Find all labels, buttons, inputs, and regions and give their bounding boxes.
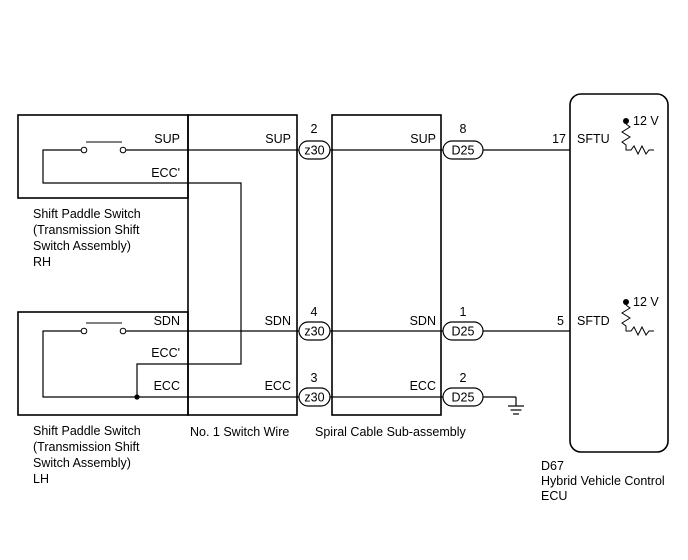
- signal-sftd: SFTD: [577, 314, 610, 328]
- pin-d25-sup: 8: [460, 122, 467, 136]
- ecu-box: [569, 93, 669, 453]
- signal-sup-wire: SUP: [265, 132, 291, 146]
- switch-rh-contact: [42, 141, 188, 184]
- caption-switch-rh-line4: RH: [33, 255, 51, 269]
- caption-switch-rh-line1: Shift Paddle Switch: [33, 207, 141, 221]
- pullup-resistor-sftd-icon: [621, 299, 654, 337]
- caption-switch-rh-line2: (Transmission Shift: [33, 223, 140, 237]
- caption-ecu-line1: Hybrid Vehicle Control: [541, 474, 665, 488]
- signal-sup-spiral: SUP: [410, 132, 436, 146]
- connector-d25-ecc-label: D25: [452, 391, 475, 405]
- signal-sftu: SFTU: [577, 132, 610, 146]
- caption-ecu-code: D67: [541, 459, 564, 473]
- voltage-sftd: 12 V: [633, 295, 659, 309]
- signal-sdn-lh: SDN: [154, 314, 180, 328]
- signal-ecc-wire: ECC: [265, 379, 291, 393]
- connector-z30-sdn-label: z30: [304, 325, 324, 339]
- caption-switch-wire: No. 1 Switch Wire: [190, 425, 289, 439]
- pin-ecu-sftd: 5: [557, 314, 564, 328]
- caption-switch-lh-line2: (Transmission Shift: [33, 440, 140, 454]
- signal-ecc-lh: ECC: [154, 379, 180, 393]
- signal-sdn-spiral: SDN: [410, 314, 436, 328]
- connector-z30-ecc-label: z30: [304, 391, 324, 405]
- connector-d25-sup: [442, 140, 484, 160]
- pin-ecu-sftu: 17: [552, 132, 566, 146]
- connector-d25-sup-label: D25: [452, 144, 475, 158]
- voltage-sftu: 12 V: [633, 114, 659, 128]
- switch-lh-contact: [42, 322, 188, 400]
- pin-d25-sdn: 1: [460, 305, 467, 319]
- pin-z30-sup: 2: [311, 122, 318, 136]
- ground-icon: [508, 405, 524, 415]
- switch-wire-box: [187, 114, 298, 416]
- connector-z30-sdn: [298, 321, 331, 341]
- pin-z30-sdn: 4: [311, 305, 318, 319]
- pin-z30-ecc: 3: [311, 371, 318, 385]
- pullup-resistor-sftu-icon: [621, 118, 654, 156]
- caption-switch-rh-line3: Switch Assembly): [33, 239, 131, 253]
- caption-ecu-line2: ECU: [541, 489, 567, 503]
- caption-spiral-cable: Spiral Cable Sub-assembly: [315, 425, 467, 439]
- pin-d25-ecc: 2: [460, 371, 467, 385]
- signal-sup-rh: SUP: [154, 132, 180, 146]
- signal-ecc-prime-lh: ECC': [151, 346, 180, 360]
- connector-z30-sup: [298, 140, 331, 160]
- connector-d25-ecc: [442, 387, 484, 407]
- signal-sdn-wire: SDN: [265, 314, 291, 328]
- spiral-cable-box: [331, 114, 442, 416]
- connector-z30-sup-label: z30: [304, 144, 324, 158]
- signal-ecc-spiral: ECC: [410, 379, 436, 393]
- caption-switch-lh-line1: Shift Paddle Switch: [33, 424, 141, 438]
- caption-switch-lh-line4: LH: [33, 472, 49, 486]
- ecc-prime-link-wire: [188, 182, 242, 365]
- splice-point: [134, 394, 140, 400]
- caption-switch-lh-line3: Switch Assembly): [33, 456, 131, 470]
- connector-d25-sdn: [442, 321, 484, 341]
- connector-d25-sdn-label: D25: [452, 325, 475, 339]
- connector-z30-ecc: [298, 387, 331, 407]
- signal-ecc-prime-rh: ECC': [151, 166, 180, 180]
